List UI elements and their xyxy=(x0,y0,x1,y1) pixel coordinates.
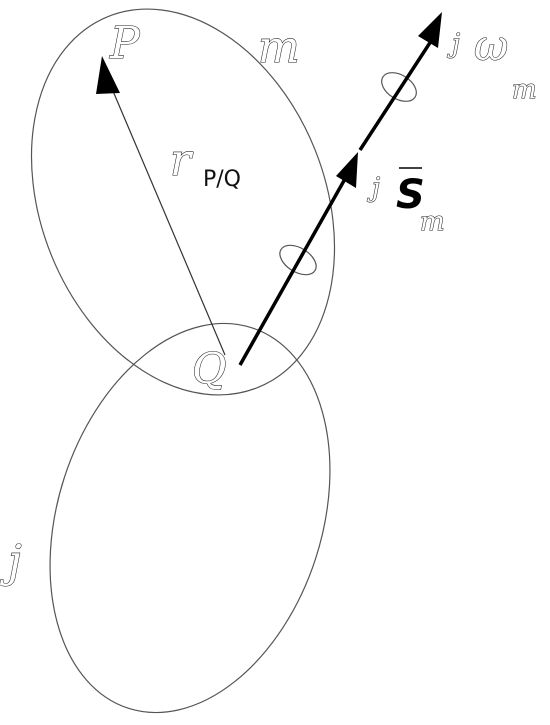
label-point-p: P xyxy=(109,18,141,69)
label-screw-prefix: j xyxy=(367,173,380,203)
body-j-ellipse xyxy=(49,322,331,714)
label-point-q: Q xyxy=(192,344,226,393)
label-body-m: m xyxy=(258,22,300,73)
screw-vector-arrowhead xyxy=(336,152,358,188)
position-vector-arrowhead xyxy=(96,56,120,94)
label-omega: ω xyxy=(474,21,508,70)
label-omega-prefix: j xyxy=(447,29,460,59)
label-screw: S xyxy=(396,172,425,218)
position-vector-r xyxy=(109,83,226,356)
label-body-j: j xyxy=(0,536,22,587)
body-m-ellipse xyxy=(30,8,336,396)
label-vector-r-subscript: P/Q xyxy=(203,167,241,192)
angular-velocity-arrowhead xyxy=(418,12,442,48)
angular-velocity-axis-line xyxy=(358,34,437,151)
screw-axis-line xyxy=(238,169,352,366)
label-omega-subscript: m xyxy=(512,75,537,105)
label-screw-subscript: m xyxy=(420,207,445,237)
label-vector-r: r xyxy=(170,135,194,186)
